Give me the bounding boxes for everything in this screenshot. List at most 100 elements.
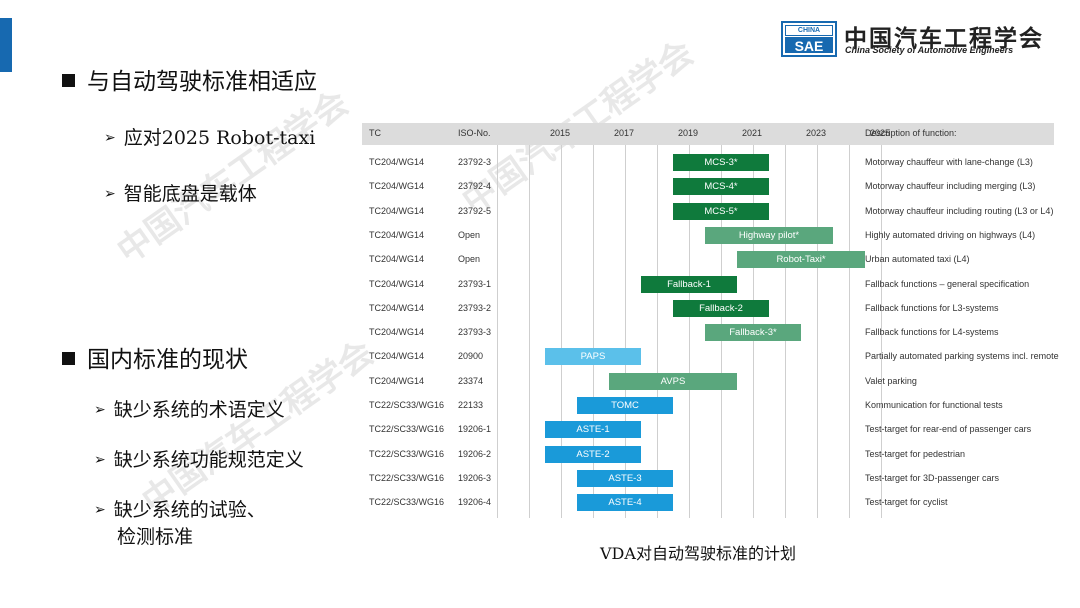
logo-name-en: China Society of Automotive Engineers (845, 45, 1014, 55)
section-item-continued: 检测标准 (117, 522, 193, 549)
row-iso: 19206-3 (458, 472, 492, 483)
row-description: Fallback functions – general specificati… (865, 278, 1030, 289)
sae-badge: CHINA SAE (781, 21, 837, 57)
timeline-bar: ASTE-1 (545, 421, 641, 439)
row-tc: TC204/WG14 (369, 302, 425, 313)
section-item-text: 应对2025 Robot-taxi (123, 127, 316, 149)
section-item-text: 缺少系统的试验、 (113, 499, 266, 521)
section-item-text: 智能底盘是载体 (123, 183, 257, 205)
section-title: 国内标准的现状 (87, 347, 248, 373)
logo-badge-top: CHINA (785, 25, 833, 36)
row-description: Motorway chauffeur including merging (L3… (865, 181, 1036, 192)
row-tc: TC22/SC33/WG16 (369, 497, 445, 508)
vda-standards-timeline: TC ISO-No. Description of function: 2015… (362, 123, 1059, 521)
section-item-text: 缺少系统功能规范定义 (113, 449, 304, 471)
header-description: Description of function: (865, 128, 957, 138)
row-iso: Open (458, 229, 481, 240)
arrow-bullet-icon: ➢ (94, 502, 106, 518)
timeline-gridline (593, 145, 594, 518)
row-iso: 19206-1 (458, 424, 492, 435)
logo-name-cn: 中国汽车工程学会 (844, 26, 1044, 52)
row-iso: 19206-4 (458, 497, 492, 508)
slide-accent-bar (0, 18, 12, 72)
row-tc: TC22/SC33/WG16 (369, 448, 445, 459)
section-item-text: 缺少系统的术语定义 (113, 399, 285, 421)
arrow-bullet-icon: ➢ (94, 402, 106, 418)
timeline-bar: TOMC (577, 397, 673, 414)
arrow-bullet-icon: ➢ (94, 452, 106, 468)
timeline-bar: PAPS (545, 348, 641, 366)
row-iso: 23374 (458, 375, 484, 386)
row-iso: 23793-1 (458, 278, 492, 289)
arrow-bullet-icon: ➢ (104, 130, 116, 146)
row-description: Test-target for rear-end of passenger ca… (865, 424, 1032, 435)
timeline-bar: Robot-Taxi* (737, 251, 865, 269)
year-label: 2021 (742, 128, 763, 138)
row-description: Motorway chauffeur including routing (L3… (865, 205, 1054, 216)
row-tc: TC22/SC33/WG16 (369, 400, 445, 410)
timeline-bar: ASTE-3 (577, 469, 673, 487)
row-description: Test-target for cyclist (865, 497, 948, 508)
square-bullet-icon (62, 352, 75, 365)
header-tc: TC (369, 128, 381, 138)
timeline-gridline (561, 145, 562, 518)
square-bullet-icon (62, 74, 75, 87)
year-label: 2019 (678, 128, 699, 138)
timeline-gridline (881, 145, 882, 518)
header-iso: ISO-No. (458, 128, 491, 138)
timeline-gridline (657, 145, 658, 518)
section-heading: 国内标准的现状 (62, 340, 248, 374)
row-tc: TC22/SC33/WG16 (369, 424, 445, 435)
row-iso: 23792-3 (458, 157, 492, 167)
row-iso: 20900 (458, 351, 484, 362)
section-item: ➢ 应对2025 Robot-taxi (104, 123, 315, 150)
timeline-bar: ASTE-4 (577, 494, 673, 512)
timeline-bar: AVPS (609, 372, 737, 390)
timeline-gridline (625, 145, 626, 518)
row-tc: TC204/WG14 (369, 278, 425, 289)
row-description: Fallback functions for L3-systems (865, 302, 999, 313)
row-tc: TC204/WG14 (369, 351, 425, 362)
row-tc: TC204/WG14 (369, 205, 425, 216)
row-description: Valet parking (865, 375, 917, 386)
section-title: 与自动驾驶标准相适应 (87, 69, 317, 95)
section-heading: 与自动驾驶标准相适应 (62, 62, 317, 96)
arrow-bullet-icon: ➢ (104, 186, 116, 202)
timeline-bar: Fallback-1 (641, 275, 737, 293)
timeline-gridline (529, 145, 530, 518)
row-iso: 22133 (458, 400, 484, 410)
row-description: Test-target for pedestrian (865, 448, 966, 459)
row-iso: 23792-4 (458, 181, 492, 192)
row-iso: 23793-2 (458, 302, 492, 313)
timeline-gridline (497, 145, 498, 518)
csae-logo: CHINA SAE 中国汽车工程学会 China Society of Auto… (781, 20, 1071, 58)
section-item: ➢ 缺少系统的试验、 (94, 495, 266, 522)
row-description: Kommunication for functional tests (865, 400, 1003, 410)
timeline-bar: Fallback-3* (705, 324, 801, 342)
section-item: ➢ 缺少系统功能规范定义 (94, 445, 304, 472)
row-tc: TC204/WG14 (369, 254, 425, 265)
timeline-bar: Fallback-2 (673, 299, 769, 317)
section-item: ➢ 缺少系统的术语定义 (94, 395, 285, 422)
row-tc: TC204/WG14 (369, 327, 425, 338)
row-iso: 23793-3 (458, 327, 492, 338)
row-iso: 23792-5 (458, 205, 492, 216)
row-tc: TC204/WG14 (369, 229, 425, 240)
timeline-header (362, 123, 1054, 145)
row-description: Fallback functions for L4-systems (865, 327, 999, 338)
section-item: ➢ 智能底盘是载体 (104, 179, 257, 206)
row-description: Test-target for 3D-passenger cars (865, 472, 1000, 483)
timeline-bar: ASTE-2 (545, 445, 641, 463)
row-iso: Open (458, 254, 481, 265)
watermark: 中国汽车工程学会 (110, 82, 356, 272)
timeline-bar: Highway pilot* (705, 226, 833, 244)
year-label: 2025 (870, 128, 891, 138)
row-tc: TC204/WG14 (369, 181, 425, 192)
row-description: Urban automated taxi (L4) (865, 254, 970, 265)
year-label: 2023 (806, 128, 827, 138)
timeline-bar: MCS-5* (673, 202, 769, 220)
section-item-text: 检测标准 (117, 526, 194, 548)
row-description: Partially automated parking systems incl… (865, 351, 1059, 362)
timeline-bar: MCS-4* (673, 178, 769, 196)
row-tc: TC204/WG14 (369, 157, 425, 167)
